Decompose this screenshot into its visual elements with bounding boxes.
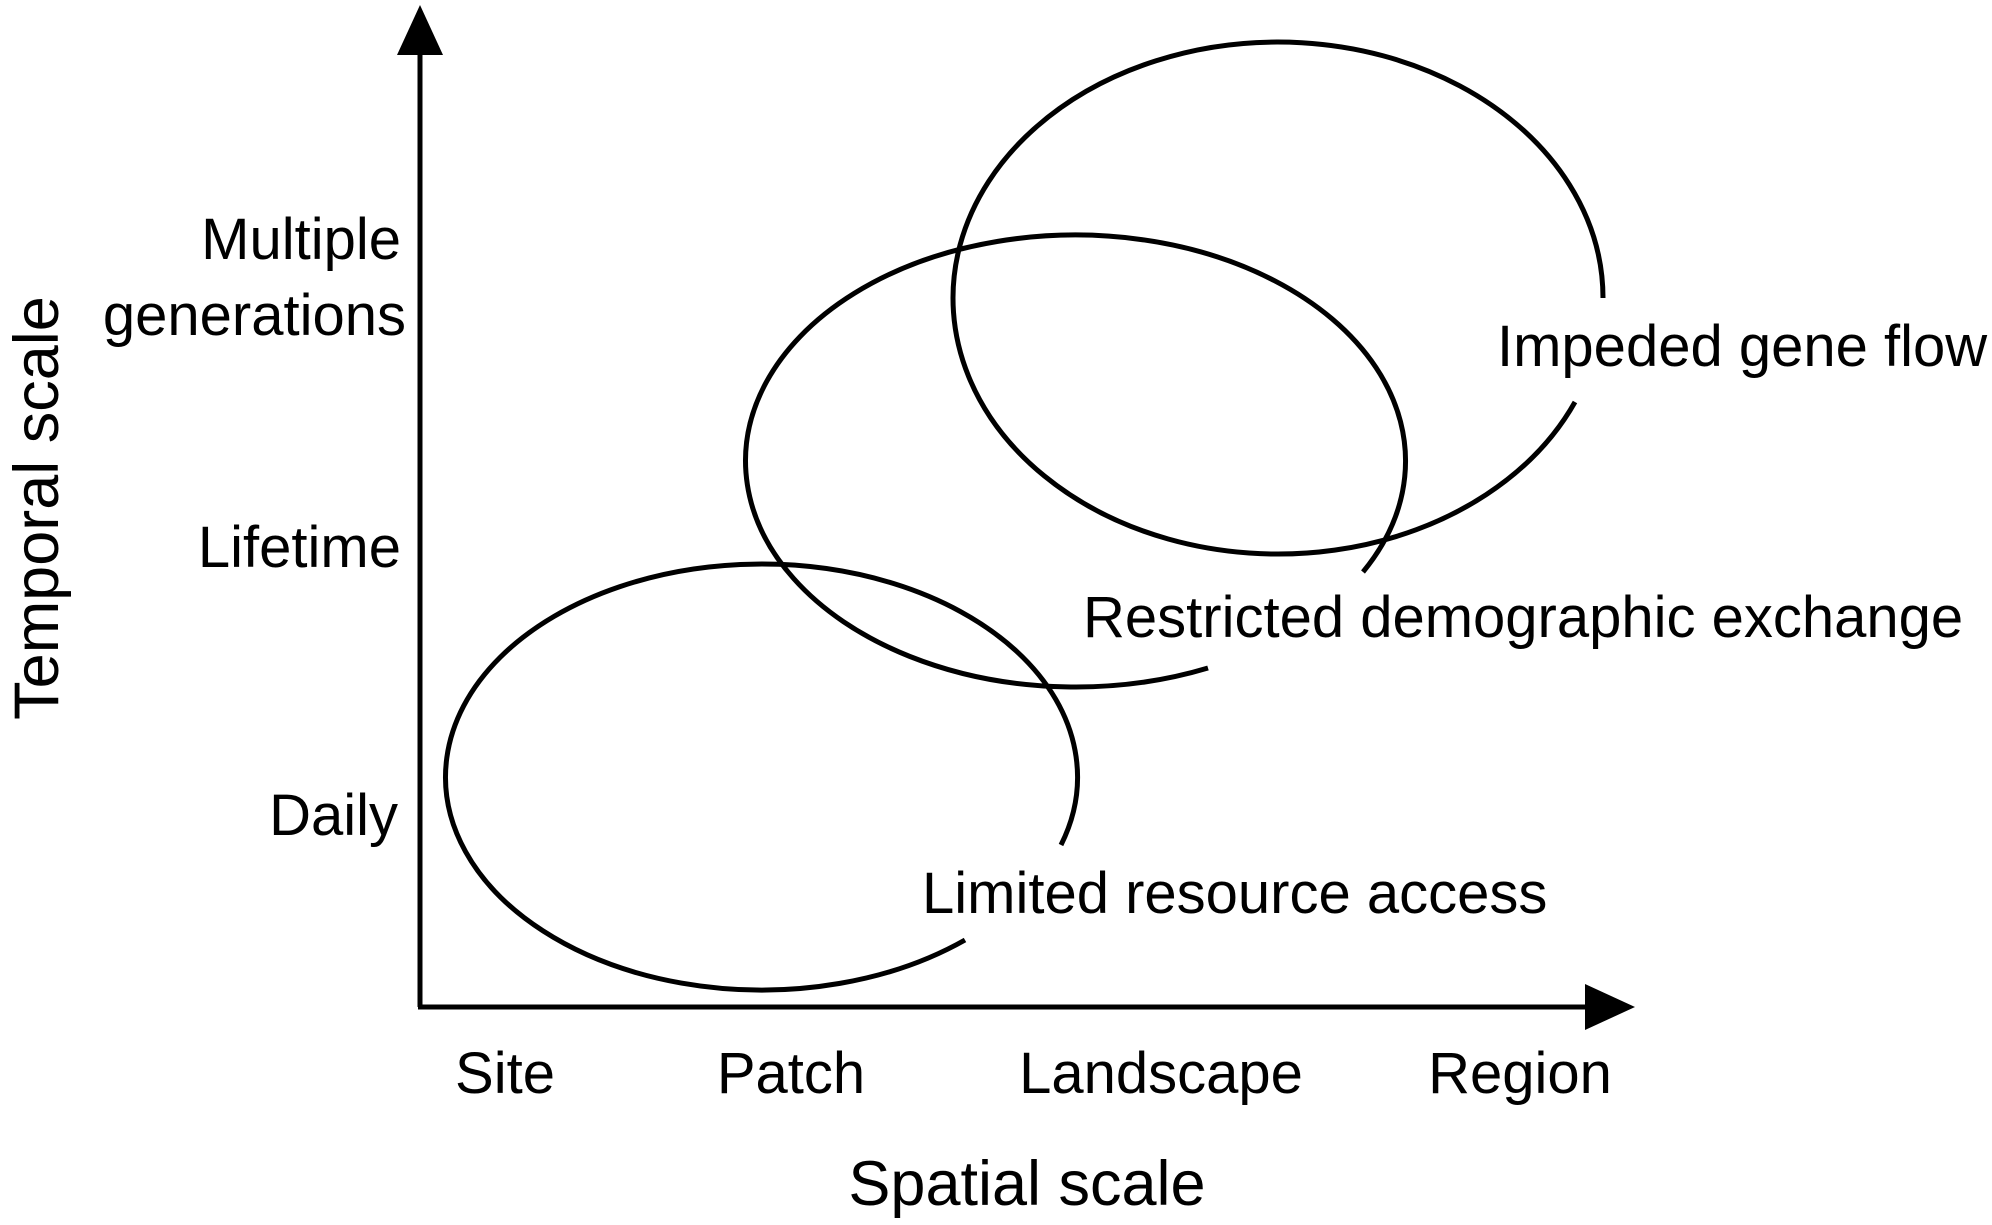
x-tick-label-patch: Patch	[717, 1041, 865, 1106]
region-impeded-gene-flow-ellipse	[950, 39, 1606, 557]
y-tick-label-daily: Daily	[269, 783, 398, 848]
region-label-impeded-gene-flow: Impeded gene flow	[1497, 314, 1988, 379]
region-label-restricted-demographic-exchange: Restricted demographic exchange	[1083, 585, 1963, 650]
x-tick-label-site: Site	[455, 1041, 555, 1106]
region-label-limited-resource-access: Limited resource access	[922, 861, 1547, 926]
region-limited-resource-access-ellipse	[443, 561, 1081, 993]
x-axis-arrowhead	[1585, 984, 1635, 1030]
y-axis-title: Temporal scale	[2, 296, 72, 720]
x-axis-title: Spatial scale	[848, 1149, 1205, 1219]
x-tick-label-region: Region	[1428, 1041, 1612, 1106]
y-tick-label-multiple: Multiple	[201, 207, 401, 272]
y-axis-arrowhead	[397, 5, 443, 55]
region-restricted-demographic-exchange-ellipse	[743, 232, 1409, 690]
y-tick-label-lifetime: Lifetime	[198, 515, 401, 580]
y-tick-label-generations: generations	[103, 283, 406, 348]
x-tick-label-landscape: Landscape	[1019, 1041, 1303, 1106]
